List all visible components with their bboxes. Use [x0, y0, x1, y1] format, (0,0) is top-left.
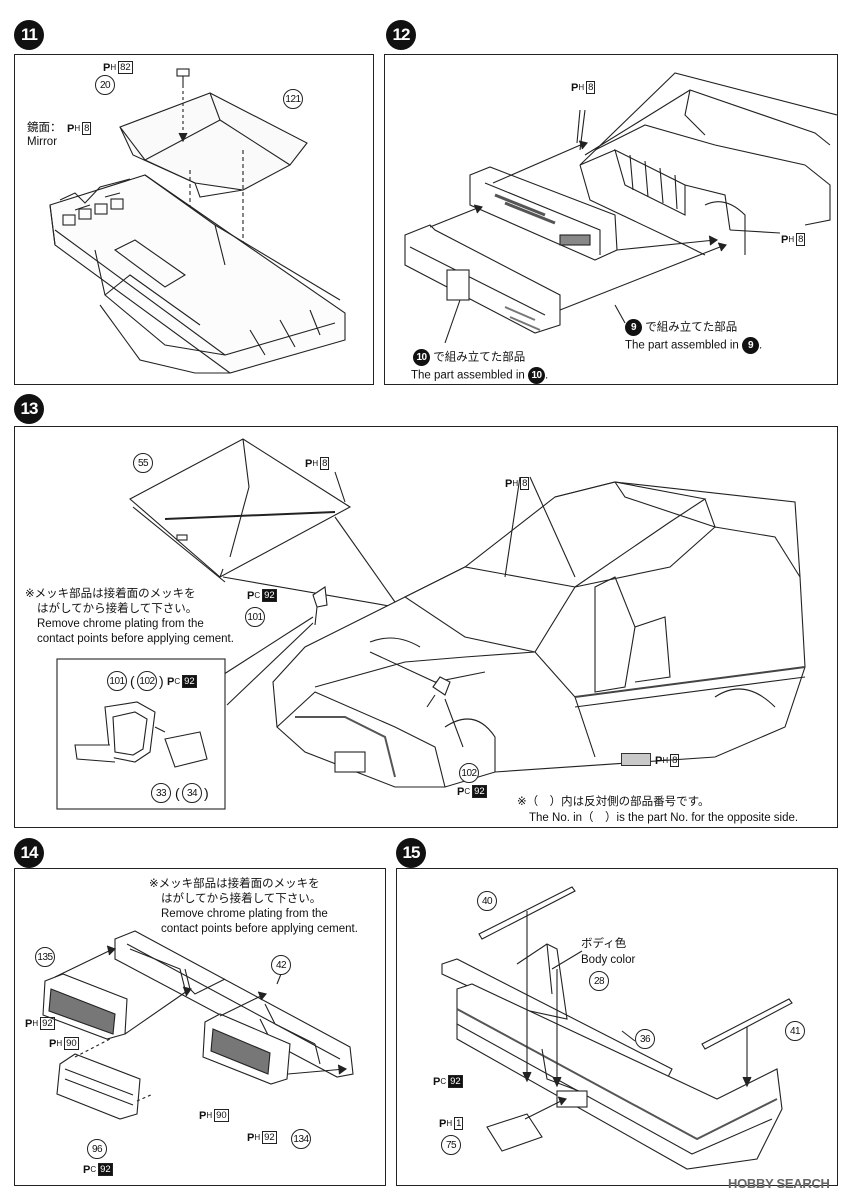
part-134: 134: [291, 1129, 311, 1149]
part-36: 36: [635, 1029, 655, 1049]
part-101: 101: [245, 607, 265, 627]
step-14-badge: 14: [14, 838, 44, 868]
chrome-note-14-en-1: Remove chrome plating from the: [161, 908, 328, 920]
paren-close-2: ): [204, 785, 209, 801]
paren-open: (: [130, 673, 135, 689]
part-34: 34: [182, 783, 202, 803]
ref-step-9-en: The part assembled in 9.: [625, 337, 762, 354]
part-20: 20: [95, 75, 115, 95]
grille-icon: [42, 930, 354, 1120]
body-color-jp: ボディ色: [581, 938, 627, 950]
part-96: 96: [87, 1139, 107, 1159]
step-14-panel: ※メッキ部品は接着面のメッキを はがしてから接着して下さい。 Remove ch…: [14, 868, 386, 1186]
ref-step-9-jp: 9 で組み立てた部品: [625, 319, 737, 336]
part-33: 33: [151, 783, 171, 803]
step-15-badge: 15: [396, 838, 426, 868]
chrome-note-jp-1: ※メッキ部品は接着面のメッキを: [25, 588, 196, 600]
part-75: 75: [441, 1135, 461, 1155]
body-color-en: Body color: [581, 954, 636, 966]
chrome-note-en-1: Remove chrome plating from the: [37, 618, 204, 630]
opposite-side-note-en: The No. in（ ）is the part No. for the opp…: [529, 812, 799, 824]
chrome-note-14-jp-2: はがしてから接着して下さい。: [161, 893, 322, 905]
ref-step-10-en: The part assembled in 10.: [411, 367, 548, 384]
part-55: 55: [133, 453, 153, 473]
part-41: 41: [785, 1021, 805, 1041]
chrome-note-14-en-2: contact points before applying cement.: [161, 923, 358, 935]
step-11-badge: 11: [14, 20, 44, 50]
dashboard-icon: [49, 68, 346, 374]
chrome-note-14-jp-1: ※メッキ部品は接着面のメッキを: [149, 878, 320, 890]
part-102-detail: 102: [137, 671, 157, 691]
part-101-detail: 101: [107, 671, 127, 691]
mirror-label: 鏡面：: [27, 122, 62, 134]
opposite-side-note-jp: ※（ ）内は反対側の部品番号です。: [517, 796, 710, 808]
ref-step-10-jp: 10 で組み立てた部品: [413, 349, 525, 366]
part-42: 42: [271, 955, 291, 975]
paren-close: ): [159, 673, 164, 689]
car-body-icon: [404, 72, 837, 344]
bumper-icon: [441, 886, 793, 1170]
chrome-note-en-2: contact points before applying cement.: [37, 633, 234, 645]
part-40: 40: [477, 891, 497, 911]
step-13-badge: 13: [14, 394, 44, 424]
part-121: 121: [283, 89, 303, 109]
part-102: 102: [459, 763, 479, 783]
paren-open-2: (: [175, 785, 180, 801]
car-hood-icon: [56, 438, 806, 810]
chrome-note-jp-2: はがしてから接着して下さい。: [37, 603, 198, 615]
part-28: 28: [589, 971, 609, 991]
mirror-label-en: Mirror: [27, 136, 58, 148]
watermark: HOBBY SEARCH: [728, 1176, 830, 1191]
part-135: 135: [35, 947, 55, 967]
step-12-badge: 12: [386, 20, 416, 50]
color-legend-swatch: [621, 753, 651, 766]
